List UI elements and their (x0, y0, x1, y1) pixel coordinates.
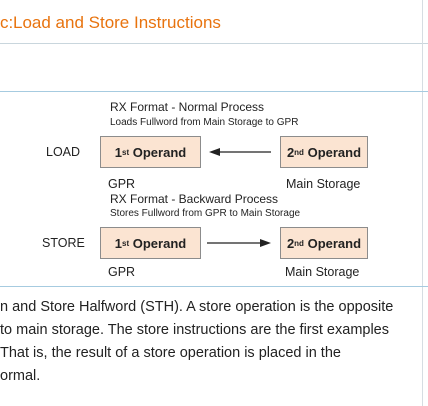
backward-process-title: RX Format - Backward Process (110, 192, 279, 206)
page-title: Load and Store Instructions (13, 13, 221, 32)
store-arrow-right (207, 239, 271, 247)
load-label: LOAD (46, 145, 81, 159)
paragraph-line: That is, the result of a store operation… (0, 345, 341, 361)
load-arrow-left (209, 148, 271, 156)
store-gpr-label: GPR (108, 265, 136, 279)
header-bar: c: Load and Store Instructions (0, 0, 428, 44)
paragraph-line: n and Store Halfword (STH). A store oper… (0, 299, 394, 315)
store-main-storage-label: Main Storage (285, 265, 360, 279)
sub-header-area (0, 44, 428, 92)
store-label: STORE (42, 236, 85, 250)
load-gpr-label: GPR (108, 177, 136, 191)
normal-process-title: RX Format - Normal Process (110, 100, 265, 114)
body-paragraph: n and Store Halfword (STH). A store oper… (0, 296, 422, 388)
right-border (422, 0, 423, 406)
section-divider (0, 286, 428, 287)
paragraph-line: ormal. (0, 368, 41, 384)
paragraph-line: to main storage. The store instructions … (0, 322, 389, 338)
normal-process-subtitle: Loads Fullword from Main Storage to GPR (110, 117, 299, 128)
page-title-prefix: c: (0, 13, 14, 32)
rx-format-diagram: RX Format - Normal Process Loads Fullwor… (0, 92, 422, 286)
load-main-storage-label: Main Storage (286, 177, 361, 191)
backward-process-subtitle: Stores Fullword from GPR to Main Storage (110, 208, 301, 219)
